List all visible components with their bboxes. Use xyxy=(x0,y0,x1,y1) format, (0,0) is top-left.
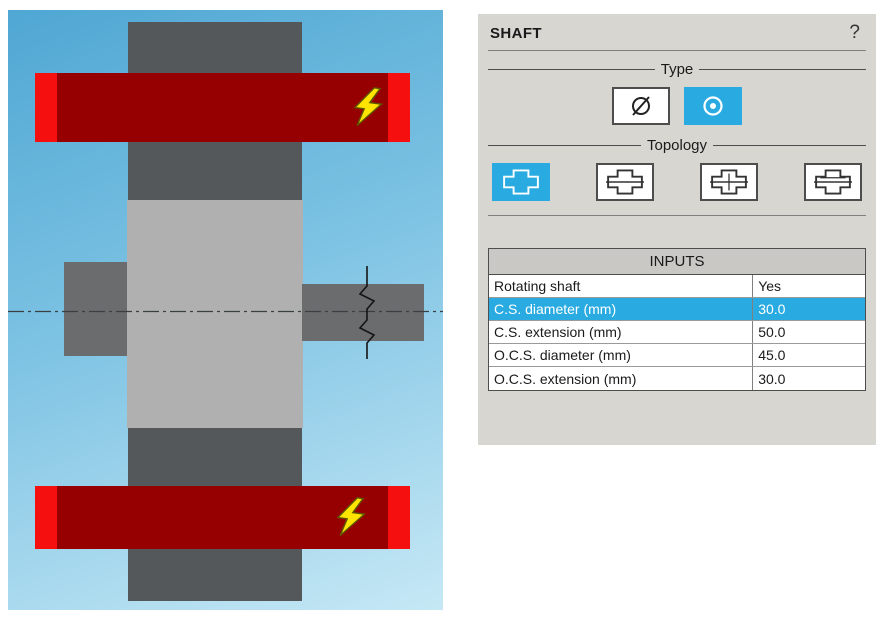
type-legend-label: Type xyxy=(660,61,694,78)
topology-button-3[interactable] xyxy=(700,163,758,201)
table-row-cs-extension[interactable]: C.S. extension (mm) 50.0 xyxy=(489,321,865,344)
table-row-ocs-extension[interactable]: O.C.S. extension (mm) 30.0 xyxy=(489,367,865,390)
row-label: O.C.S. extension (mm) xyxy=(494,370,637,387)
winding-bottom-left-cap xyxy=(35,486,57,549)
type-legend: Type xyxy=(488,61,866,78)
winding-bottom[interactable] xyxy=(35,486,410,549)
topology-legend: Topology xyxy=(488,137,866,154)
shaft-segment-bottom[interactable] xyxy=(128,549,302,601)
panel-header: SHAFT ? xyxy=(486,18,868,50)
topology-button-row xyxy=(486,163,868,201)
winding-top-core xyxy=(57,73,388,142)
shaft-stub-left[interactable] xyxy=(64,262,127,356)
row-label: Rotating shaft xyxy=(494,278,581,294)
type-button-diameter[interactable] xyxy=(612,87,670,125)
type-button-concentric[interactable] xyxy=(684,87,742,125)
topology-button-4[interactable] xyxy=(804,163,862,201)
topology-button-2[interactable] xyxy=(596,163,654,201)
shaft-segment-top[interactable] xyxy=(128,22,302,73)
winding-top[interactable] xyxy=(35,73,410,142)
row-label: O.C.S. diameter (mm) xyxy=(494,347,631,363)
table-row-rotating-shaft[interactable]: Rotating shaft Yes xyxy=(489,275,865,298)
topology-cross-topline-icon xyxy=(814,169,852,195)
row-value[interactable]: Yes xyxy=(752,275,865,297)
winding-bottom-core xyxy=(57,486,388,549)
shaft-panel: SHAFT ? Type Topology xyxy=(478,14,876,445)
diameter-icon xyxy=(632,96,650,116)
inputs-section: INPUTS Rotating shaft Yes C.S. diameter … xyxy=(488,248,866,391)
shaft-segment-center[interactable] xyxy=(127,200,303,428)
header-divider xyxy=(488,50,866,51)
row-label: C.S. extension (mm) xyxy=(494,324,622,340)
lightning-warning-icon xyxy=(353,87,383,127)
concentric-icon xyxy=(703,96,723,116)
row-label: C.S. diameter (mm) xyxy=(494,301,617,317)
winding-bottom-right-cap xyxy=(388,486,410,549)
winding-top-left-cap xyxy=(35,73,57,142)
shaft-segment-upper-mid[interactable] xyxy=(128,142,302,200)
winding-top-right-cap xyxy=(388,73,410,142)
row-value[interactable]: 30.0 xyxy=(752,367,865,390)
row-value[interactable]: 50.0 xyxy=(752,321,865,343)
type-button-row xyxy=(486,87,868,125)
lightning-warning-icon xyxy=(336,497,366,537)
shaft-segment-lower-mid[interactable] xyxy=(128,428,302,486)
topology-cross-icon xyxy=(503,169,539,195)
help-icon[interactable]: ? xyxy=(849,22,860,43)
row-value[interactable]: 30.0 xyxy=(752,298,865,320)
shaft-diagram[interactable] xyxy=(8,10,443,610)
table-row-ocs-diameter[interactable]: O.C.S. diameter (mm) 45.0 xyxy=(489,344,865,367)
topology-button-1[interactable] xyxy=(492,163,550,201)
panel-title: SHAFT xyxy=(490,24,542,42)
table-row-cs-diameter[interactable]: C.S. diameter (mm) 30.0 xyxy=(489,298,865,321)
inputs-table-header: INPUTS xyxy=(489,249,865,275)
section-divider xyxy=(488,215,866,216)
row-value[interactable]: 45.0 xyxy=(752,344,865,366)
shaft-stub-right[interactable] xyxy=(302,284,424,341)
topology-cross-midline-icon xyxy=(606,169,644,195)
topology-legend-label: Topology xyxy=(646,137,708,154)
inputs-table: INPUTS Rotating shaft Yes C.S. diameter … xyxy=(488,248,866,391)
topology-cross-midline-center-icon xyxy=(710,169,748,195)
